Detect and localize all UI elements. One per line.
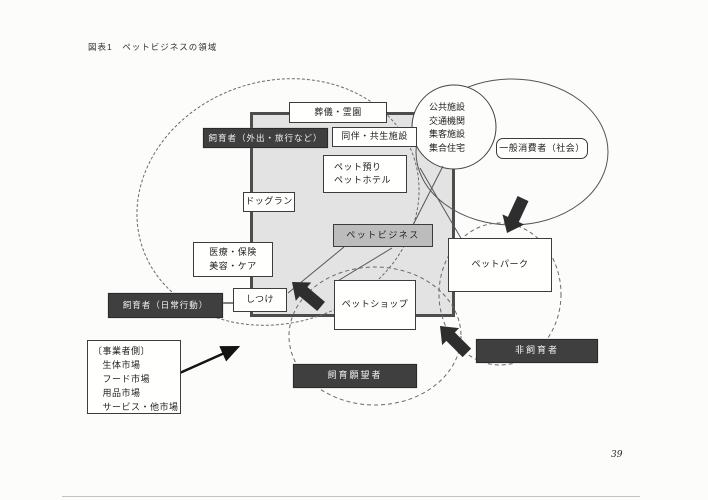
pet-boarding-hotel-box: ペット預り ペットホテル: [323, 155, 407, 193]
connector-business-to-petshop: [335, 247, 393, 283]
funeral-cemetery-box: 葬儀・霊園: [289, 102, 387, 123]
adoption-wishers-box: 飼育願望者: [293, 364, 417, 388]
connector-facility-to-petpark: [419, 167, 463, 241]
training-box: しつけ: [233, 288, 287, 312]
dog-run-box: ドッグラン: [243, 192, 295, 212]
business-side-markets-box: 〔事業者側〕 生体市場 フード市場 用品市場 サービス・他市場: [87, 340, 181, 414]
pet-park-box: ペットパーク: [448, 238, 552, 292]
pet-shop-box: ペットショップ: [334, 280, 416, 330]
adoption-scope-ellipse: [288, 266, 462, 406]
non-owners-box: 非飼育者: [476, 339, 598, 363]
page-number: 39: [611, 450, 623, 460]
owners-daily-box: 飼育者（日常行動）: [108, 293, 223, 318]
block-arrow-to-petpark: [502, 196, 529, 233]
scan-edge-line: [62, 496, 640, 497]
pet-business-box: ペットビジネス: [333, 224, 433, 247]
block-arrow-to-training: [292, 282, 325, 312]
connector-circle-to-business: [411, 165, 444, 228]
owners-outing-box: 飼育者（外出・旅行など）: [203, 128, 328, 148]
block-arrow-to-petshop: [440, 326, 472, 358]
figure-title: 図表1 ペットビジネスの領域: [88, 42, 218, 52]
medical-beauty-box: 医療・保険 美容・ケア: [193, 242, 273, 277]
general-consumers-box: 一般消費者（社会）: [496, 138, 588, 159]
public-facilities-label: 公共施設 交通機関 集客施設 集合住宅: [429, 102, 466, 153]
non-owner-scope-ellipse: [438, 222, 562, 366]
companion-facilities-box: 同伴・共生施設: [332, 127, 417, 147]
owners-scope-ellipse: [136, 78, 420, 326]
